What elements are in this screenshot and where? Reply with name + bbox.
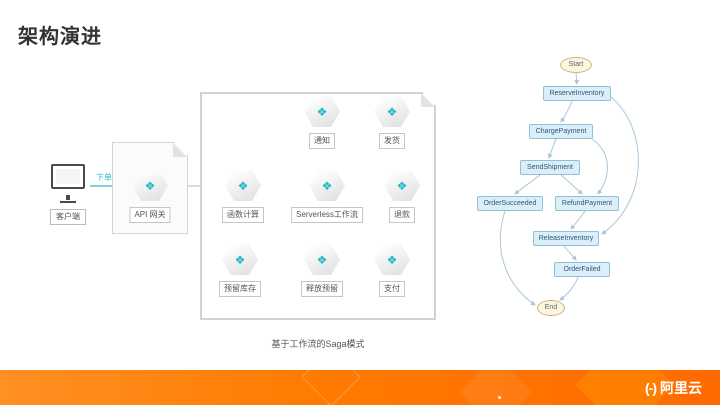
alibaba-cloud-logo-icon: (-) — [645, 379, 657, 396]
client-label: 客户端 — [50, 209, 86, 225]
ship-label: 发货 — [379, 133, 405, 149]
flow-step-reserve-inventory: ReserveInventory — [543, 86, 611, 101]
node-ship: ❖ 发货 — [374, 96, 410, 149]
folded-corner-icon — [421, 93, 435, 107]
function-compute-label: 函数计算 — [222, 207, 264, 223]
diamond-decoration-icon — [301, 370, 361, 405]
brand-name: 阿里云 — [660, 379, 702, 396]
monitor-base — [60, 201, 76, 203]
node-serverless-workflow: ❖ Serverless工作流 — [291, 170, 363, 223]
node-notify: ❖ 通知 — [304, 96, 340, 149]
monitor-stand — [66, 195, 70, 200]
flow-step-send-shipment: SendShipment — [520, 160, 580, 175]
flow-step-release-inventory: ReleaseInventory — [533, 231, 599, 246]
notify-label: 通知 — [309, 133, 335, 149]
node-gateway: ❖ API 网关 — [129, 170, 171, 223]
node-function-compute: ❖ 函数计算 — [222, 170, 264, 223]
notify-icon: ❖ — [304, 96, 340, 127]
order-edge-label: 下单 — [96, 173, 112, 182]
node-reserve-inventory: ❖ 预留库存 — [219, 244, 261, 297]
flow-step-order-failed: OrderFailed — [554, 262, 610, 277]
flow-step-order-succeeded: OrderSucceeded — [477, 196, 543, 211]
flow-start: Start — [560, 57, 592, 73]
node-pay: ❖ 支付 — [374, 244, 410, 297]
page-indicator-dot — [498, 396, 501, 399]
monitor-icon — [51, 164, 85, 189]
reserve-inventory-label: 预留库存 — [219, 281, 261, 297]
flow-step-refund-payment: RefundPayment — [555, 196, 619, 211]
refund-icon: ❖ — [384, 170, 420, 201]
function-compute-icon: ❖ — [225, 170, 261, 201]
diamond-decoration-icon — [459, 370, 533, 405]
diagram-caption: 基于工作流的Saga模式 — [271, 339, 365, 349]
folded-corner-icon — [173, 143, 187, 157]
node-release-reserve: ❖ 释放预留 — [301, 244, 343, 297]
pay-icon: ❖ — [374, 244, 410, 275]
footer-banner: (-) 阿里云 — [0, 370, 720, 405]
release-reserve-icon: ❖ — [304, 244, 340, 275]
serverless-workflow-icon: ❖ — [308, 170, 345, 201]
gateway-label: API 网关 — [129, 207, 171, 223]
ship-icon: ❖ — [374, 96, 410, 127]
pay-label: 支付 — [379, 281, 405, 297]
page-title: 架构演进 — [18, 26, 102, 48]
flow-end: End — [537, 300, 565, 316]
release-reserve-label: 释放预留 — [301, 281, 343, 297]
flow-step-charge-payment: ChargePayment — [529, 124, 593, 139]
brand-logo: (-) 阿里云 — [645, 370, 702, 405]
gateway-icon: ❖ — [132, 170, 168, 201]
serverless-workflow-label: Serverless工作流 — [291, 207, 363, 223]
refund-label: 退款 — [389, 207, 415, 223]
node-refund: ❖ 退款 — [384, 170, 420, 223]
reserve-inventory-icon: ❖ — [222, 244, 258, 275]
client-node: 客户端 — [50, 164, 86, 225]
